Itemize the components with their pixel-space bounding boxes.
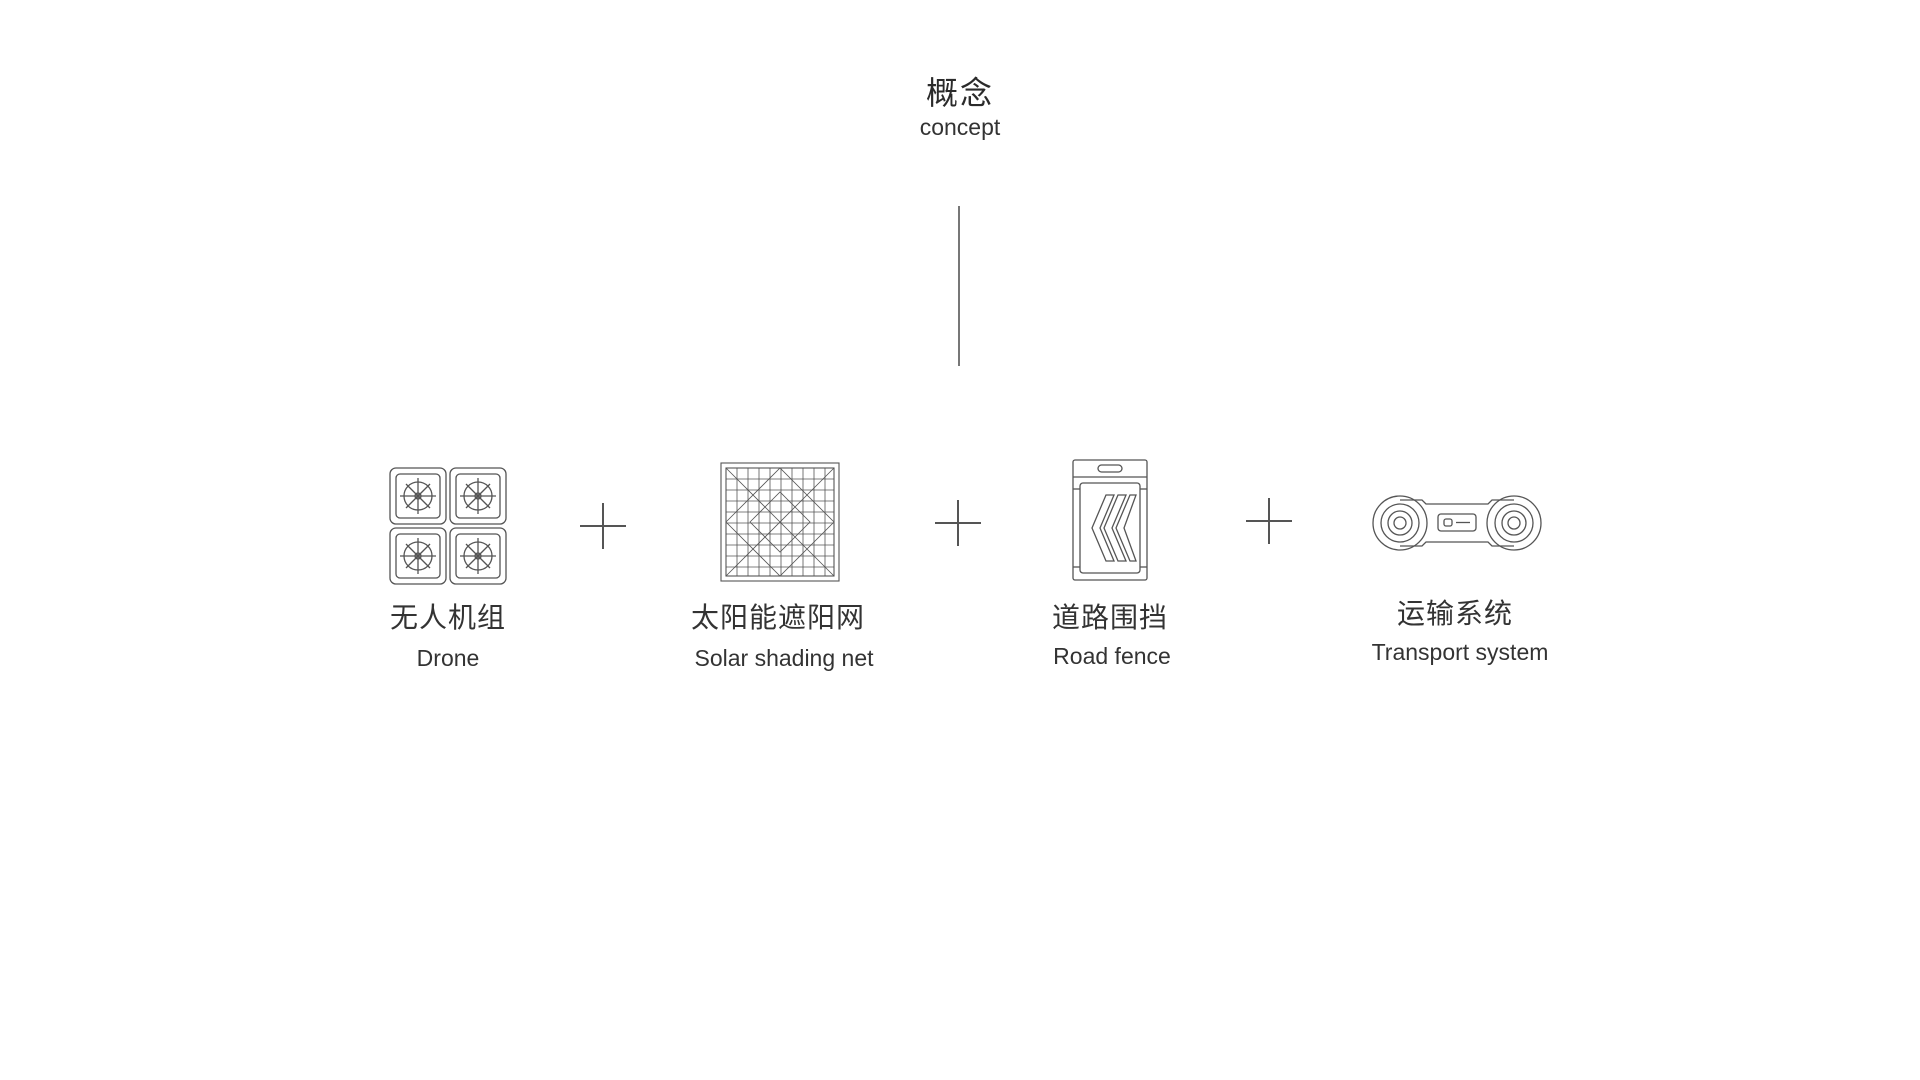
- item-label-zh: 道路围挡: [1051, 601, 1169, 634]
- transport-icon: [1372, 495, 1542, 551]
- item-label-en: Transport system: [1371, 639, 1549, 665]
- road-fence-item: [1072, 459, 1148, 581]
- transport-item: [1372, 494, 1542, 552]
- connector-line: [958, 206, 960, 366]
- drone-item: [388, 466, 508, 586]
- diagram-title: 概念: [925, 74, 995, 112]
- item-label-zh: 运输系统: [1396, 597, 1514, 630]
- item-label-zh: 太阳能遮阳网: [690, 601, 866, 634]
- solar-net-icon: [720, 462, 840, 582]
- road-fence-icon: [1072, 459, 1148, 581]
- item-label-en: Solar shading net: [694, 645, 874, 671]
- item-label-en: Road fence: [1053, 643, 1171, 669]
- solar-net-item: [720, 462, 840, 582]
- drone-grid-icon: [389, 467, 507, 585]
- plus-icon: [935, 500, 981, 546]
- plus-icon: [1246, 498, 1292, 544]
- diagram-subtitle: concept: [919, 114, 1001, 140]
- item-label-en: Drone: [416, 645, 480, 671]
- item-label-zh: 无人机组: [389, 601, 507, 634]
- plus-icon: [580, 503, 626, 549]
